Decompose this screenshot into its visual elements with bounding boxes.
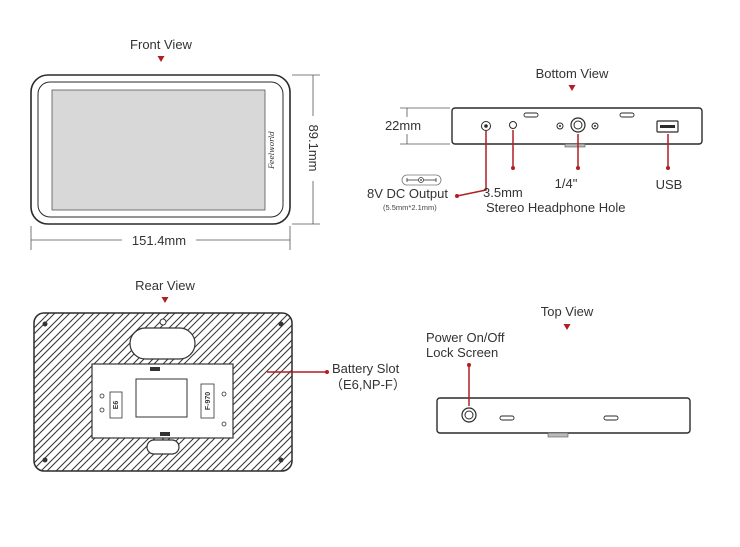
vent-rib <box>34 313 71 471</box>
rear-view-title: Rear View <box>135 278 195 293</box>
power-label: Power On/Off <box>426 330 505 345</box>
vent-rib <box>280 313 292 471</box>
vent-rib <box>235 313 292 471</box>
mount-label: 1/4" <box>555 176 578 191</box>
plate-label-e6: E6 <box>113 401 120 410</box>
plate-label-f970: F-970 <box>205 392 212 410</box>
battery-slot-label: Battery Slot <box>332 361 400 376</box>
vent-rib <box>205 313 292 471</box>
vent-rib <box>34 313 125 471</box>
headphone-port <box>509 121 517 129</box>
dc-port <box>484 124 488 128</box>
bottom-view-device <box>451 107 703 148</box>
brand-logo: Feelworld <box>267 131 276 170</box>
vent-rib <box>265 313 292 471</box>
vent-rib <box>34 313 101 471</box>
lock-label: Lock Screen <box>426 345 498 360</box>
bottom-view-title: Bottom View <box>536 66 609 81</box>
vent-rib <box>34 313 116 471</box>
rear-view-device: E6 F-970 <box>33 312 293 472</box>
power-button <box>461 407 477 423</box>
thickness-dimension: 22mm <box>385 107 450 145</box>
bottom-view-marker <box>568 85 576 91</box>
vent-rib <box>34 313 155 471</box>
battery-types-label: （E6,NP-F） <box>330 377 406 392</box>
height-label: 89.1mm <box>306 125 321 172</box>
width-label: 151.4mm <box>132 233 186 248</box>
vent-rib <box>256 313 292 471</box>
vent-rib <box>190 313 292 471</box>
vent-rib <box>220 313 292 471</box>
headphone-label: Stereo Headphone Hole <box>486 200 626 215</box>
vent-rib <box>34 313 110 471</box>
top-view-title: Top View <box>541 304 594 319</box>
screen <box>51 89 266 211</box>
dc-output-label: 8V DC Output <box>367 186 448 201</box>
height-dimension: 89.1mm <box>292 74 321 225</box>
vent-rib <box>166 313 292 471</box>
dc-spec-label: (5.5mm*2.1mm) <box>383 203 437 212</box>
vent-rib <box>34 313 140 471</box>
rear-view-marker <box>161 297 169 303</box>
vent-rib <box>160 313 292 471</box>
dc-leader <box>456 131 487 197</box>
top-view-device <box>436 397 691 438</box>
vent-rib <box>226 313 292 471</box>
usb-label: USB <box>656 177 683 192</box>
vent-rib <box>286 313 292 471</box>
vent-rib <box>34 313 50 471</box>
front-view-device: Feelworld <box>30 74 291 225</box>
vent-rib <box>271 313 292 471</box>
headphone-size-label: 3.5mm <box>483 185 523 200</box>
vent-rib <box>34 313 86 471</box>
thickness-label: 22mm <box>385 118 421 133</box>
vent-rib <box>34 313 95 471</box>
vent-rib <box>34 313 35 471</box>
polarity-icon <box>401 174 442 186</box>
vent-rib <box>196 313 292 471</box>
usb-port <box>656 120 679 133</box>
vent-rib <box>241 313 292 471</box>
front-view-title: Front View <box>130 37 193 52</box>
width-dimension: 151.4mm <box>30 226 291 250</box>
vent-rib <box>34 313 131 471</box>
vent-rib <box>175 313 292 471</box>
vent-rib <box>34 313 80 471</box>
front-view-marker <box>157 56 165 62</box>
vent-rib <box>181 313 292 471</box>
top-view-marker <box>563 324 571 330</box>
vent-rib <box>34 313 65 471</box>
vent-rib <box>211 313 292 471</box>
vent-rib <box>250 313 292 471</box>
mount-hole <box>570 117 586 133</box>
vent-rib <box>34 313 146 471</box>
